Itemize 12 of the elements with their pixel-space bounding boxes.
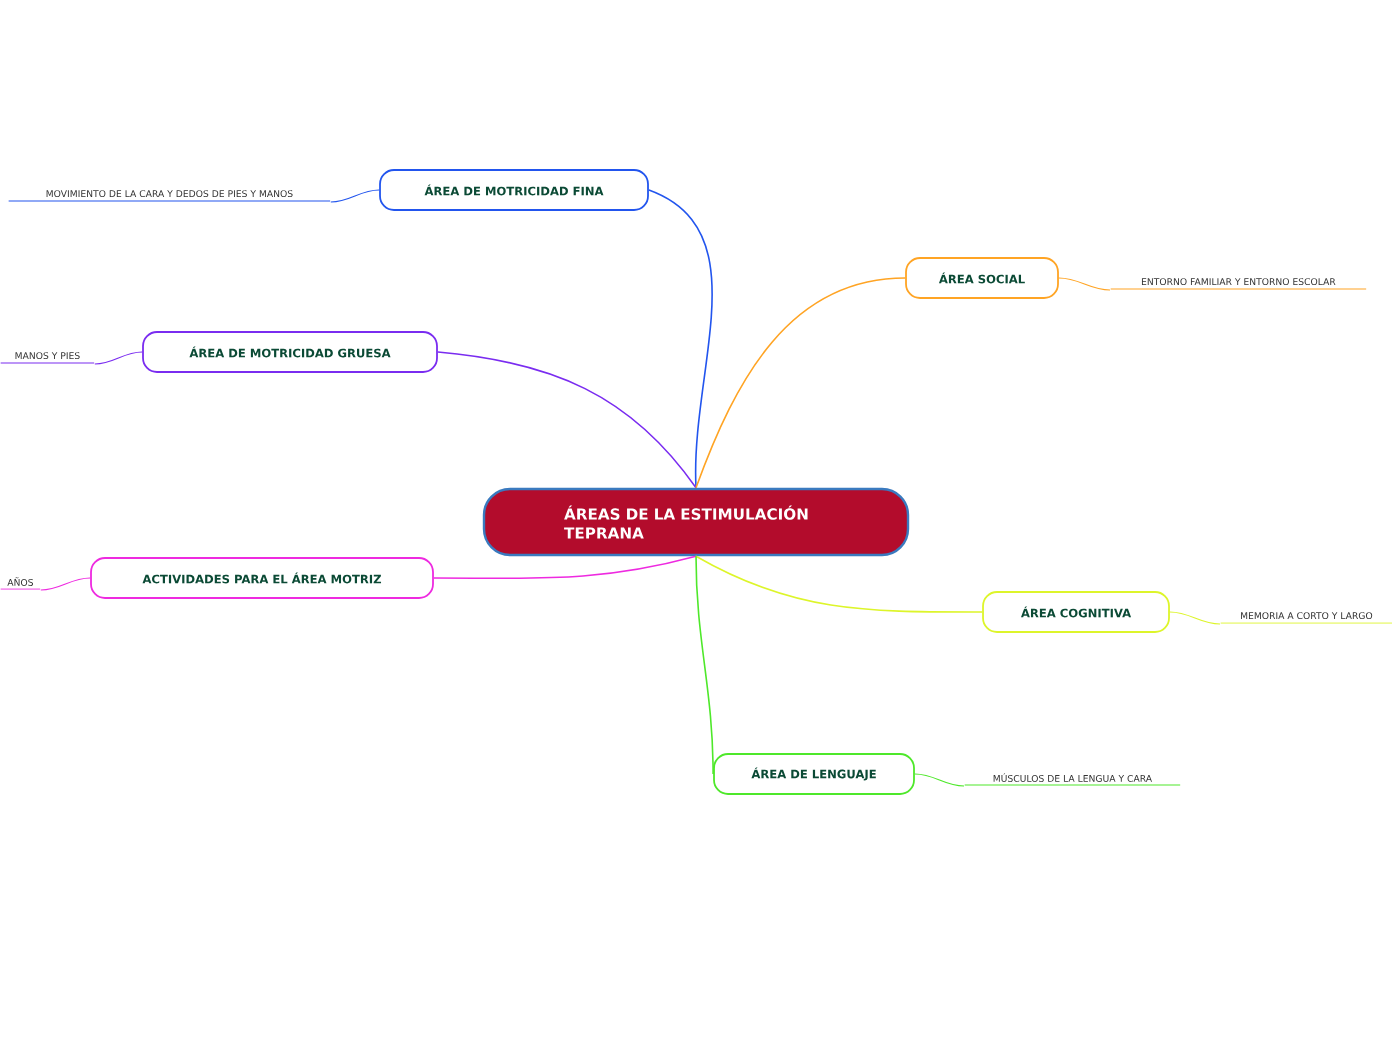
connector [1169, 611, 1221, 625]
connector [94, 351, 143, 365]
connector [695, 555, 714, 775]
connector [330, 189, 380, 203]
connector [914, 773, 965, 787]
connector [1058, 277, 1111, 291]
connector [695, 555, 983, 613]
connector [648, 189, 713, 489]
connector [40, 577, 91, 591]
connector [433, 555, 697, 580]
connector [437, 351, 697, 489]
connector [695, 277, 906, 489]
